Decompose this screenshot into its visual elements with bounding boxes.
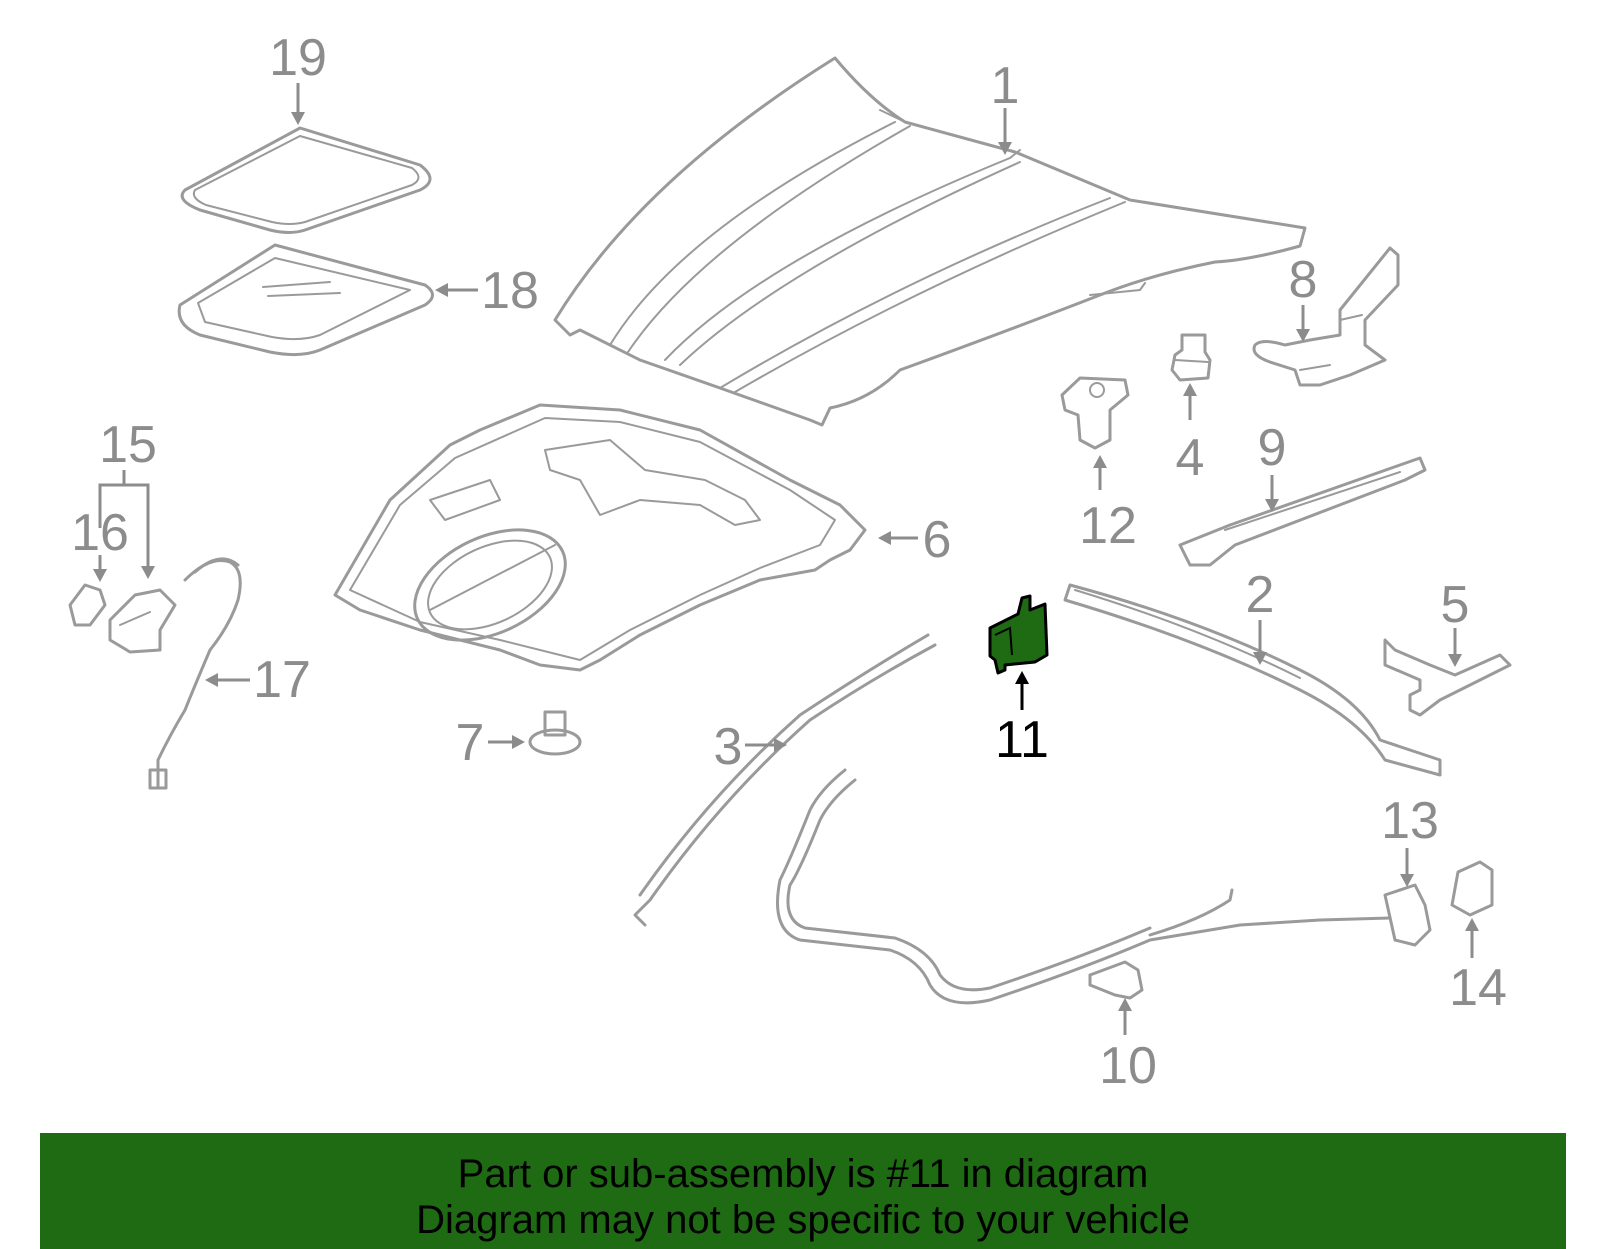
banner-line-2: Diagram may not be specific to your vehi… xyxy=(416,1198,1190,1242)
part-13 xyxy=(776,768,1432,1005)
part-16 xyxy=(68,583,107,627)
part-18 xyxy=(177,243,434,357)
callout-8: 8 xyxy=(1289,251,1318,309)
callout-1: 1 xyxy=(991,57,1020,115)
part-10 xyxy=(1088,960,1144,1000)
callout-16: 16 xyxy=(71,504,129,562)
part-15 xyxy=(108,588,177,654)
callout-7: 7 xyxy=(456,714,485,772)
part-4 xyxy=(1170,333,1212,382)
part-2 xyxy=(1063,583,1442,777)
callout-15: 15 xyxy=(99,416,157,474)
callout-10: 10 xyxy=(1099,1037,1157,1095)
banner-line-1: Part or sub-assembly is #11 in diagram xyxy=(457,1152,1149,1196)
callout-5: 5 xyxy=(1441,576,1470,634)
callout-12: 12 xyxy=(1079,497,1137,555)
part-17 xyxy=(148,557,242,790)
part-12 xyxy=(1060,376,1130,450)
part-11 xyxy=(988,594,1049,675)
part-5 xyxy=(1383,638,1512,717)
callout-11: 11 xyxy=(995,711,1049,769)
part-6 xyxy=(333,403,867,672)
part-9 xyxy=(1178,456,1427,567)
callout-9: 9 xyxy=(1258,419,1287,477)
info-banner: Part or sub-assembly is #11 in diagram D… xyxy=(40,1133,1566,1249)
callout-6: 6 xyxy=(923,511,952,569)
callout-4: 4 xyxy=(1176,429,1205,487)
callout-17: 17 xyxy=(253,651,311,709)
part-19 xyxy=(180,126,432,234)
callout-14: 14 xyxy=(1449,959,1507,1017)
leader-lines xyxy=(93,83,1479,1035)
callout-19: 19 xyxy=(269,29,327,87)
part-7 xyxy=(528,710,582,756)
part-14 xyxy=(1450,860,1494,917)
callout-3: 3 xyxy=(714,718,743,776)
part-1 xyxy=(553,56,1307,427)
callout-18: 18 xyxy=(481,262,539,320)
callout-13: 13 xyxy=(1381,792,1439,850)
part-3 xyxy=(633,633,937,927)
callout-labels: 19 1 18 8 4 12 9 6 15 16 17 7 3 2 5 13 1… xyxy=(71,29,1507,1095)
callout-2: 2 xyxy=(1246,566,1275,624)
part-8 xyxy=(1252,246,1400,387)
